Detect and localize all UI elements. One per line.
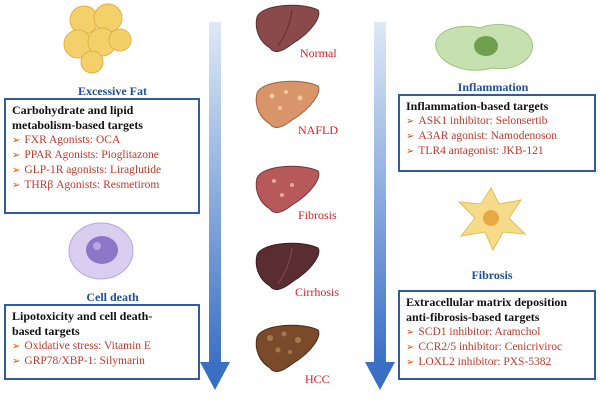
- list-item: ➢GRP78/XBP-1: Silymarin: [12, 355, 145, 367]
- liver-hcc-image: [255, 324, 320, 372]
- inflammation-targets-box: Inflammation-based targets ➢ASK1 inhibit…: [398, 94, 596, 172]
- list-item: ➢ASK1 inhibitor: Selonsertib: [406, 115, 548, 127]
- list-item: ➢GLP-1R agonists: Liraglutide: [12, 164, 162, 176]
- arrow-bullet-icon: ➢: [12, 341, 21, 352]
- liver-nafld-image: [255, 80, 320, 128]
- section-title-inflammation: Inflammation: [457, 80, 529, 94]
- arrow-bullet-icon: ➢: [12, 180, 21, 191]
- list-item: ➢CCR2/5 inhibitor: Cenicriviroc: [406, 341, 563, 353]
- list-item: ➢FXR Agonists: OCA: [12, 134, 121, 146]
- section-title-fibrosis: Fibrosis: [471, 268, 513, 282]
- fibrosis-targets-box: Extracellular matrix deposition anti-fib…: [398, 290, 596, 380]
- list-item: ➢A3AR agonist: Namodenoson: [406, 130, 558, 142]
- dying-cell-icon: [68, 222, 134, 280]
- list-item: ➢Oxidative stress: Vitamin E: [12, 340, 151, 352]
- stage-label-normal: Normal: [300, 46, 337, 60]
- arrow-bullet-icon: ➢: [12, 135, 21, 146]
- list-item: ➢THRβ Agonists: Resmetirom: [12, 179, 160, 191]
- list-item: ➢SCD1 inhibitor: Aramchol: [406, 326, 541, 338]
- list-item: ➢TLR4 antagonist: JKB-121: [406, 145, 544, 157]
- left-progression-arrow: [200, 22, 230, 390]
- death-box-title-line1: Lipotoxicity and cell death-: [12, 309, 153, 323]
- fat-targets-box: Carbohydrate and lipid metabolism-based …: [4, 98, 200, 214]
- arrow-bullet-icon: ➢: [12, 165, 21, 176]
- list-item: ➢PPAR Agonists: Pioglitazone: [12, 149, 159, 161]
- liver-normal-image: [255, 4, 320, 52]
- arrow-bullet-icon: ➢: [406, 357, 415, 368]
- arrow-bullet-icon: ➢: [406, 327, 415, 338]
- arrow-bullet-icon: ➢: [406, 146, 415, 157]
- right-progression-arrow: [365, 22, 395, 390]
- death-box-title-line2: based targets: [12, 324, 80, 338]
- arrow-bullet-icon: ➢: [406, 342, 415, 353]
- stage-label-fibrosis: Fibrosis: [298, 208, 337, 222]
- arrow-bullet-icon: ➢: [406, 116, 415, 127]
- fat-cells-icon: [63, 3, 132, 74]
- cell-death-targets-box: Lipotoxicity and cell death- based targe…: [4, 304, 200, 380]
- inflammation-box-title: Inflammation-based targets: [406, 99, 549, 113]
- section-title-excessive-fat: Excessive Fat: [78, 84, 147, 98]
- fibrosis-box-title-line1: Extracellular matrix deposition: [406, 295, 568, 309]
- stage-label-hcc: HCC: [305, 372, 330, 386]
- macrophage-icon: [435, 24, 533, 71]
- liver-cirrhosis-image: [255, 242, 320, 290]
- arrow-bullet-icon: ➢: [12, 356, 21, 367]
- list-item: ➢LOXL2 inhibitor: PXS-5382: [406, 356, 552, 368]
- fat-box-title-line1: Carbohydrate and lipid: [12, 103, 134, 117]
- arrow-bullet-icon: ➢: [12, 150, 21, 161]
- section-title-cell-death: Cell death: [86, 290, 139, 304]
- fibrosis-box-title-line2: anti-fibrosis-based targets: [406, 310, 540, 324]
- fat-box-title-line2: metabolism-based targets: [12, 118, 143, 132]
- stellate-cell-icon: [457, 186, 527, 252]
- stage-label-cirrhosis: Cirrhosis: [295, 285, 340, 299]
- liver-fibrosis-image: [255, 165, 320, 213]
- stage-label-nafld: NAFLD: [298, 123, 339, 137]
- arrow-bullet-icon: ➢: [406, 131, 415, 142]
